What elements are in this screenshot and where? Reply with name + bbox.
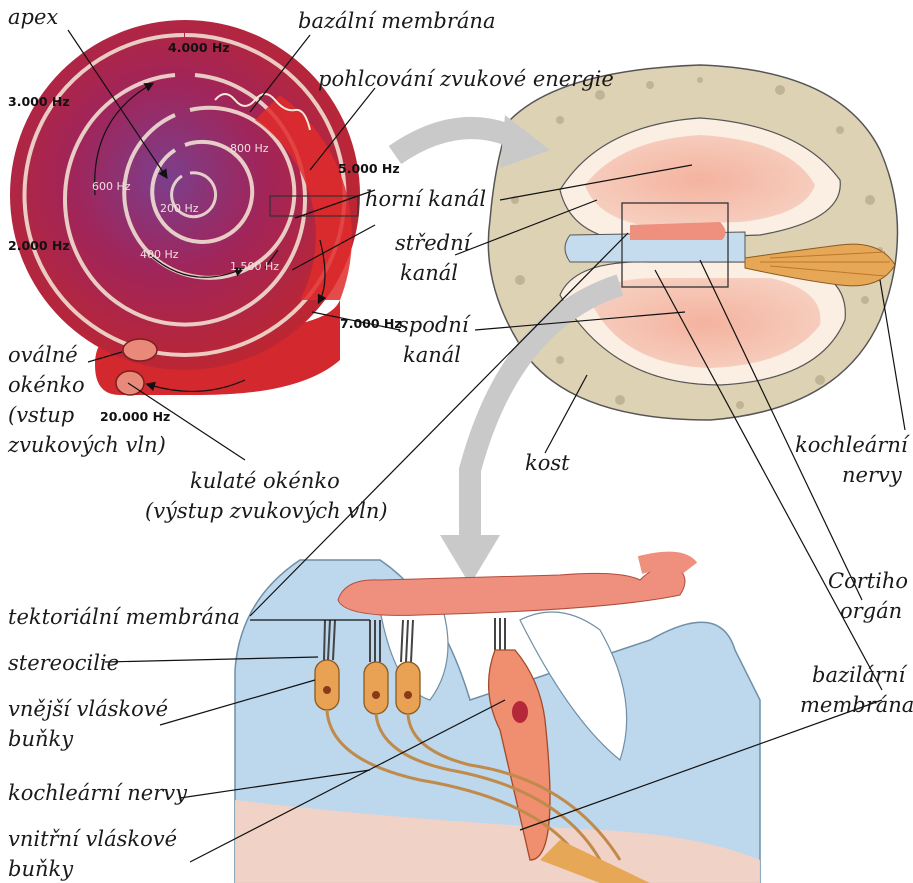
label-vnitrni-2: buňky [8, 857, 74, 881]
label-cortiho-2: orgán [840, 599, 902, 623]
label-bazalni-membrana: bazální membrána [298, 9, 495, 33]
label-kulate-2: (výstup zvukových vln) [145, 499, 388, 523]
cochlea-cross-section [488, 65, 897, 420]
label-vnejsi-2: buňky [8, 727, 74, 751]
spiral-body [10, 20, 360, 370]
label-tektorialni: tektoriální membrána [8, 605, 240, 629]
label-stredni-2: kanál [400, 261, 458, 285]
label-ovalne-2: okénko [8, 373, 85, 397]
freq-800: 800 Hz [230, 142, 269, 155]
label-spodni-2: kanál [403, 343, 461, 367]
label-ovalne-4: zvukových vln) [7, 433, 166, 457]
label-stereocilie: stereocilie [8, 651, 119, 675]
label-kulate-1: kulaté okénko [190, 469, 340, 493]
freq-3000: 3.000 Hz [8, 94, 70, 109]
label-ovalne-1: oválné [8, 343, 78, 367]
freq-200: 200 Hz [160, 202, 199, 215]
label-pohlcovani: pohlcování zvukové energie [318, 67, 614, 91]
label-stredni-1: střední [395, 231, 473, 255]
freq-400: 400 Hz [140, 248, 179, 261]
label-vnejsi-1: vnější vláskové [8, 697, 168, 721]
freq-1500: 1.500 Hz [230, 260, 279, 273]
label-spodni-1: spodní [398, 313, 471, 337]
label-vnitrni-1: vnitřní vláskové [8, 827, 177, 851]
label-bazilarni-2: membrána [800, 693, 913, 717]
label-kost: kost [525, 451, 570, 475]
outer-hair-cell [396, 662, 420, 714]
freq-600: 600 Hz [92, 180, 131, 193]
label-bazilarni-1: bazilární [812, 663, 908, 687]
label-horni-kanal: horní kanál [365, 187, 486, 211]
label-kochlearni-nervy-right-2: nervy [842, 463, 903, 487]
freq-2000: 2.000 Hz [8, 238, 70, 253]
label-apex: apex [8, 5, 58, 29]
label-ovalne-3: (vstup [8, 403, 74, 427]
label-cortiho-1: Cortiho [828, 569, 908, 593]
organ-of-corti-detail [235, 560, 760, 883]
freq-4000: 4.000 Hz [168, 40, 230, 55]
freq-5000: 5.000 Hz [338, 161, 400, 176]
freq-20000: 20.000 Hz [100, 409, 170, 424]
label-kochlearni-nervy-right-1: kochleární [795, 433, 910, 457]
outer-hair-cell [315, 660, 339, 710]
freq-7000: 7.000 Hz [340, 316, 402, 331]
label-kochlearni-nervy-bottom: kochleární nervy [8, 781, 188, 805]
outer-hair-cell [364, 662, 388, 714]
oval-window [123, 339, 157, 361]
